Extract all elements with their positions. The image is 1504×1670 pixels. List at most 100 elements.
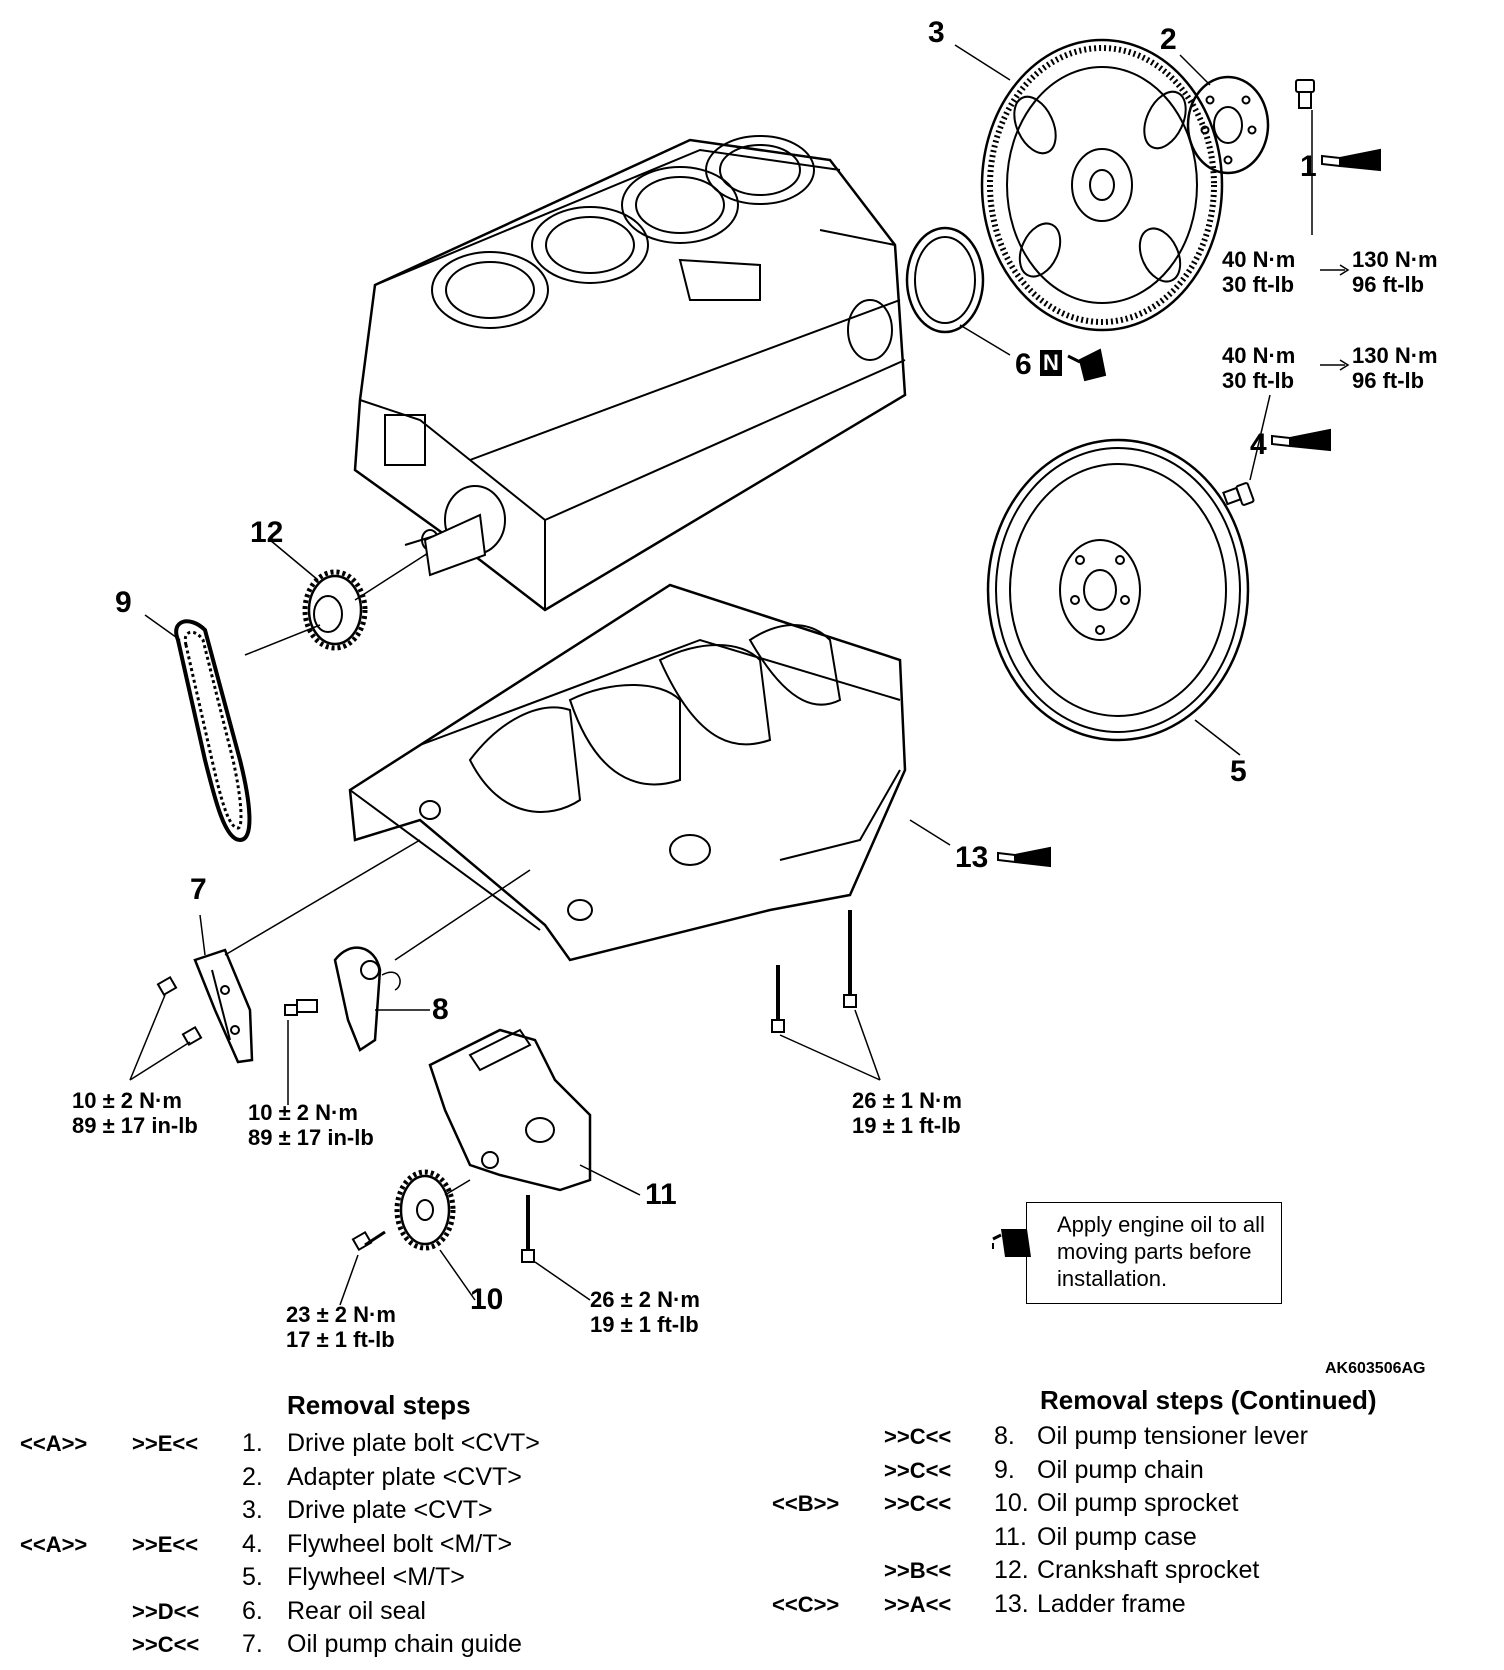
torque-ftlb: 17 ± 1 ft-lb xyxy=(286,1327,395,1352)
torque-inlb: 89 ± 17 in-lb xyxy=(248,1125,374,1150)
sealant-icon xyxy=(1271,428,1331,452)
torque-chain-guide: 10 ± 2 N·m 89 ± 17 in-lb xyxy=(72,1088,198,1138)
callout-4: 4 xyxy=(1250,428,1267,461)
oil-pump-chain-guide xyxy=(129,839,421,1081)
removal-steps-left: <<A>> >>E<< 1. Drive plate bolt <CVT> 2. Ada… xyxy=(20,1427,640,1662)
oil-pump-case xyxy=(428,1028,641,1196)
step-number: 9. xyxy=(994,1455,1015,1484)
step-ref-b: >>E<< xyxy=(132,1531,199,1557)
step-number: 2. xyxy=(242,1462,263,1491)
oil-can-icon xyxy=(992,1229,1031,1257)
crankshaft-sprocket xyxy=(269,513,487,651)
step-ref-b: >>C<< xyxy=(884,1457,952,1483)
step-row: 2. Adapter plate <CVT> xyxy=(20,1461,640,1495)
step-ref-a: <<C>> xyxy=(772,1591,840,1617)
callout-7: 7 xyxy=(190,873,207,906)
n-marker-badge: N xyxy=(1040,350,1062,376)
step-ref-a: <<B>> xyxy=(772,1491,840,1516)
callout-13: 13 xyxy=(955,841,989,874)
oil-pump-sprocket xyxy=(339,1169,476,1306)
torque-inlb: 89 ± 17 in-lb xyxy=(72,1113,198,1138)
step-ref-b: >>C<< xyxy=(132,1632,200,1657)
step-text: Oil pump tensioner lever xyxy=(1037,1422,1308,1450)
torque-nm: 10 ± 2 N·m xyxy=(72,1088,182,1113)
torque-ftlb: 19 ± 1 ft-lb xyxy=(852,1113,961,1138)
sealant-icon xyxy=(1321,148,1381,172)
torque-nm: 130 N·m xyxy=(1352,343,1438,368)
step-number: 11. xyxy=(994,1522,1027,1551)
oil-pump-chain xyxy=(144,614,321,843)
legend-text: Apply engine oil to all moving parts bef… xyxy=(1057,1212,1265,1291)
step-text: Ladder frame xyxy=(1037,1589,1186,1618)
step-row: 5. Flywheel <M/T> xyxy=(20,1561,640,1595)
step-text: Flywheel bolt <M/T> xyxy=(287,1529,513,1558)
step-number: 7. xyxy=(242,1630,263,1658)
step-ref-a: <<A>> xyxy=(20,1431,88,1456)
callout-1: 1 xyxy=(1300,150,1317,183)
callout-11: 11 xyxy=(645,1178,677,1211)
torque-ftlb: 96 ft-lb xyxy=(1352,272,1425,297)
torque-bolt1-initial: 40 N·m 30 ft-lb xyxy=(1222,247,1295,297)
flywheel xyxy=(986,438,1250,756)
ladder-frame-bolts xyxy=(771,819,951,1081)
step-ref-b: >>D<< xyxy=(132,1598,200,1624)
step-text: Crankshaft sprocket xyxy=(1037,1556,1260,1584)
step-row: >>D<< 6. Rear oil seal xyxy=(20,1595,640,1629)
step-ref-b: >>A<< xyxy=(884,1591,952,1617)
legend-box: Apply engine oil to all moving parts bef… xyxy=(992,1202,1282,1304)
torque-oil-pump-sprocket: 23 ± 2 N·m 17 ± 1 ft-lb xyxy=(286,1302,396,1352)
torque-oil-pump-case: 26 ± 2 N·m 19 ± 1 ft-lb xyxy=(590,1287,700,1337)
torque-nm: 40 N·m xyxy=(1222,247,1296,272)
step-number: 8. xyxy=(994,1422,1015,1450)
torque-tensioner: 10 ± 2 N·m 89 ± 17 in-lb xyxy=(248,1100,374,1150)
step-row: 11.Oil pump case xyxy=(772,1521,1472,1555)
rear-oil-seal xyxy=(905,226,1011,356)
flywheel-bolt xyxy=(1222,394,1271,506)
callout-10: 10 xyxy=(470,1283,504,1316)
step-text: Adapter plate <CVT> xyxy=(287,1462,522,1491)
step-number: 12. xyxy=(994,1556,1029,1584)
torque-nm: 10 ± 2 N·m xyxy=(248,1100,358,1125)
figure-id: AK603506AG xyxy=(1325,1360,1426,1377)
torque-nm: 26 ± 1 N·m xyxy=(852,1088,962,1113)
drive-plate xyxy=(980,38,1224,332)
step-text: Flywheel <M/T> xyxy=(287,1563,465,1591)
step-text: Drive plate bolt <CVT> xyxy=(287,1429,540,1457)
ladder-frame xyxy=(348,583,907,962)
step-number: 13. xyxy=(994,1589,1029,1618)
step-row: >>C<< 7. Oil pump chain guide xyxy=(20,1628,640,1662)
step-number: 10. xyxy=(994,1489,1029,1517)
sealant-icon xyxy=(997,846,1051,868)
step-row: >>C<< 9. Oil pump chain xyxy=(772,1454,1472,1488)
step-row: >>B<<12.Crankshaft sprocket xyxy=(772,1554,1472,1588)
step-ref-b: >>C<< xyxy=(884,1491,952,1516)
step-number: 5. xyxy=(242,1563,263,1591)
step-text: Oil pump chain xyxy=(1037,1455,1204,1484)
step-number: 3. xyxy=(242,1496,263,1524)
step-number: 1. xyxy=(242,1429,263,1457)
drive-plate-bolt xyxy=(1295,79,1315,235)
adapter-plate xyxy=(1186,75,1270,175)
callout-12: 12 xyxy=(250,516,284,549)
step-text: Rear oil seal xyxy=(287,1596,426,1625)
step-ref-b: >>C<< xyxy=(884,1424,952,1449)
torque-ftlb: 30 ft-lb xyxy=(1222,272,1295,297)
torque-nm: 130 N·m xyxy=(1352,247,1438,272)
torque-nm: 23 ± 2 N·m xyxy=(286,1302,396,1327)
oil-can-icon xyxy=(1067,348,1107,382)
step-text: Oil pump chain guide xyxy=(287,1630,522,1658)
callout-3: 3 xyxy=(928,16,945,49)
step-text: Drive plate <CVT> xyxy=(287,1496,493,1524)
step-row: >>C<< 8. Oil pump tensioner lever xyxy=(772,1420,1472,1454)
torque-nm: 40 N·m xyxy=(1222,343,1296,368)
torque-nm: 26 ± 2 N·m xyxy=(590,1287,700,1312)
torque-ftlb: 96 ft-lb xyxy=(1352,368,1425,393)
callout-8: 8 xyxy=(432,993,449,1026)
torque-bolt1-final: 130 N·m 96 ft-lb xyxy=(1352,247,1438,297)
callout-6: 6 xyxy=(1015,348,1032,381)
oil-pump-tensioner-lever xyxy=(284,869,531,1105)
oil-pump-case-bolt xyxy=(521,1195,591,1301)
step-row: <<A>>>>E<<1.Drive plate bolt <CVT> xyxy=(20,1427,640,1461)
torque-ftlb: 19 ± 1 ft-lb xyxy=(590,1312,699,1337)
step-number: 6. xyxy=(242,1596,263,1625)
